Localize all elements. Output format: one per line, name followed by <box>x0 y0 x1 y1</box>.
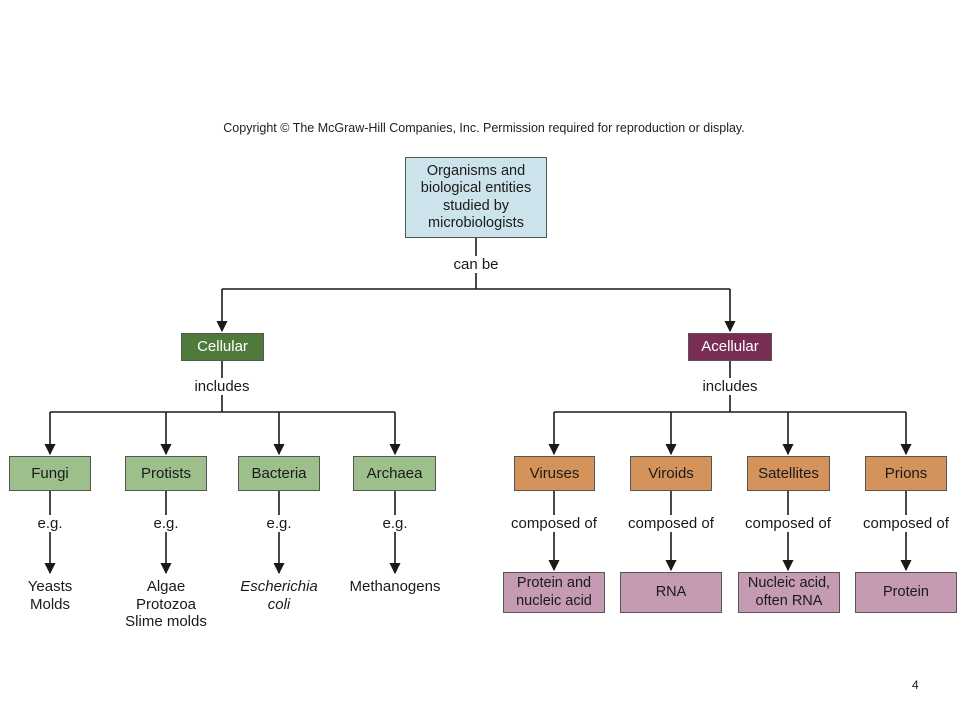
protists-link-label: e.g. <box>150 515 182 532</box>
viruses-node: Viruses <box>514 456 595 491</box>
example-item: Yeasts <box>27 578 73 595</box>
composition-label: Nucleic acid, often RNA <box>747 575 831 609</box>
satellites-node: Satellites <box>747 456 830 491</box>
bacteria-node: Bacteria <box>238 456 320 491</box>
viroids-composition: RNA <box>620 572 722 613</box>
acellular-label: Acellular <box>701 338 759 356</box>
viroids-label: Viroids <box>648 464 694 482</box>
example-item: Escherichia <box>240 578 318 595</box>
protists-node: Protists <box>125 456 207 491</box>
cellular-node: Cellular <box>181 333 264 361</box>
satellites-label: Satellites <box>758 464 819 482</box>
composition-label: Protein and nucleic acid <box>516 575 592 609</box>
archaea-link-label: e.g. <box>379 515 411 532</box>
prions-node: Prions <box>865 456 947 491</box>
viruses-label: Viruses <box>529 464 580 482</box>
protists-label: Protists <box>140 464 191 482</box>
acellular-link-label: includes <box>699 378 761 395</box>
composition-label: RNA <box>655 583 687 600</box>
copyright-notice: Copyright © The McGraw-Hill Companies, I… <box>223 121 745 135</box>
root-node: Organisms and biological entities studie… <box>405 157 547 238</box>
example-item: Molds <box>29 595 71 613</box>
viruses-link-label: composed of <box>508 515 600 532</box>
prions-link-label: composed of <box>860 515 952 532</box>
root-label: Organisms and biological entities studie… <box>420 163 532 231</box>
viroids-node: Viroids <box>630 456 712 491</box>
satellites-link-label: composed of <box>742 515 834 532</box>
cellular-label: Cellular <box>197 338 248 356</box>
example-item: Algae <box>146 578 186 595</box>
protists-examples: Algae Protozoa Slime molds <box>125 578 207 631</box>
viruses-composition: Protein and nucleic acid <box>503 572 605 613</box>
fungi-label: Fungi <box>31 464 69 482</box>
fungi-examples: Yeasts Molds <box>28 578 72 613</box>
fungi-link-label: e.g. <box>34 515 66 532</box>
satellites-composition: Nucleic acid, often RNA <box>738 572 840 613</box>
acellular-node: Acellular <box>688 333 772 361</box>
archaea-examples: Methanogens <box>350 578 441 596</box>
example-item: Protozoa <box>135 595 197 613</box>
fungi-node: Fungi <box>9 456 91 491</box>
bacteria-label: Bacteria <box>251 464 307 482</box>
example-item: Methanogens <box>349 578 441 595</box>
page-number: 4 <box>912 678 919 692</box>
archaea-label: Archaea <box>366 464 423 482</box>
bacteria-examples: Escherichia coli <box>240 578 318 613</box>
prions-label: Prions <box>884 464 928 482</box>
example-item: coli <box>267 595 291 613</box>
cellular-link-label: includes <box>191 378 253 395</box>
bacteria-link-label: e.g. <box>263 515 295 532</box>
root-link-label: can be <box>450 256 502 273</box>
viroids-link-label: composed of <box>625 515 717 532</box>
prions-composition: Protein <box>855 572 957 613</box>
composition-label: Protein <box>883 583 929 600</box>
example-item: Slime molds <box>125 613 207 631</box>
archaea-node: Archaea <box>353 456 436 491</box>
